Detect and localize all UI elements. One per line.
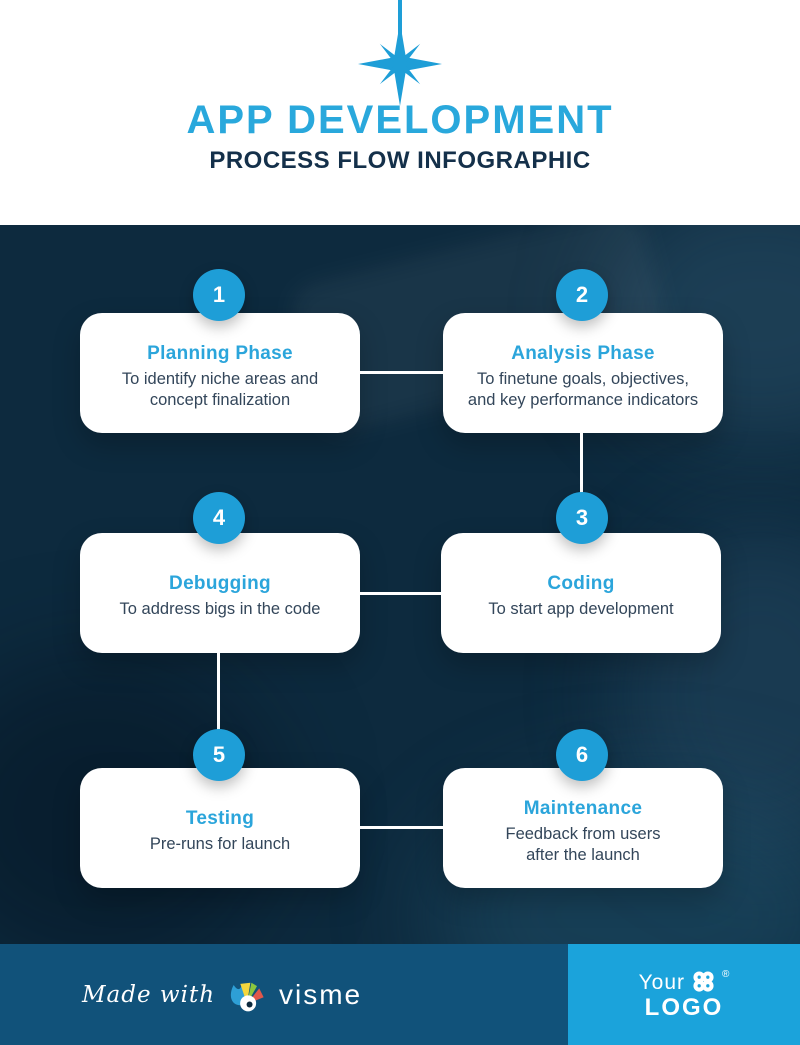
step-description: To identify niche areas and concept fina… xyxy=(121,369,319,409)
step-title: Maintenance xyxy=(523,797,643,819)
step-card-debugging: Debugging To address bigs in the code xyxy=(80,533,360,653)
step-description: Feedback from users after the launch xyxy=(505,824,661,864)
flow-diagram-section: 1 2 4 3 5 6 Planning Phase To identify n… xyxy=(0,225,800,944)
step-number-badge: 4 xyxy=(193,492,245,544)
visme-attribution[interactable]: Made with visme xyxy=(82,944,362,1045)
connector-step4-step5 xyxy=(217,653,220,732)
made-with-label: Made with xyxy=(82,981,216,1008)
step-title: Coding xyxy=(547,573,615,595)
sparkle-icon xyxy=(358,22,442,106)
step-card-planning: Planning Phase To identify niche areas a… xyxy=(80,313,360,433)
step-card-analysis: Analysis Phase To finetune goals, object… xyxy=(443,313,723,433)
step-title: Planning Phase xyxy=(147,342,293,364)
step-number-badge: 5 xyxy=(193,729,245,781)
header: APP DEVELOPMENT PROCESS FLOW INFOGRAPHIC xyxy=(0,0,800,225)
step-title: Debugging xyxy=(169,573,271,595)
connector-step5-step6 xyxy=(356,826,445,829)
connector-step1-step2 xyxy=(358,371,445,374)
step-number-badge: 1 xyxy=(193,269,245,321)
your-logo-placeholder[interactable]: Your ® LOGO xyxy=(568,944,800,1045)
logo-your-text: Your xyxy=(638,970,686,994)
logo-logo-text: LOGO xyxy=(644,993,724,1021)
page-title: APP DEVELOPMENT xyxy=(186,98,614,142)
connector-step2-step3 xyxy=(580,433,583,495)
step-number-badge: 3 xyxy=(556,492,608,544)
registered-trademark-symbol: ® xyxy=(722,968,730,980)
visme-brand-name: visme xyxy=(279,978,363,1010)
footer: Made with visme Your xyxy=(0,944,800,1045)
step-description: Pre-runs for launch xyxy=(149,835,291,854)
step-card-maintenance: Maintenance Feedback from users after th… xyxy=(443,768,723,888)
step-number-badge: 6 xyxy=(556,729,608,781)
step-number-badge: 2 xyxy=(556,269,608,321)
connector-step4-step3 xyxy=(358,592,443,595)
page-subtitle: PROCESS FLOW INFOGRAPHIC xyxy=(209,147,591,174)
step-description: To start app development xyxy=(488,600,674,619)
step-description: To finetune goals, objectives, and key p… xyxy=(467,369,699,409)
step-description: To address bigs in the code xyxy=(119,600,321,619)
step-card-coding: Coding To start app development xyxy=(441,533,721,653)
visme-chameleon-icon xyxy=(230,982,264,1011)
step-title: Analysis Phase xyxy=(511,342,655,364)
step-title: Testing xyxy=(185,808,255,830)
step-card-testing: Testing Pre-runs for launch xyxy=(80,768,360,888)
clover-logo-icon xyxy=(693,970,714,992)
